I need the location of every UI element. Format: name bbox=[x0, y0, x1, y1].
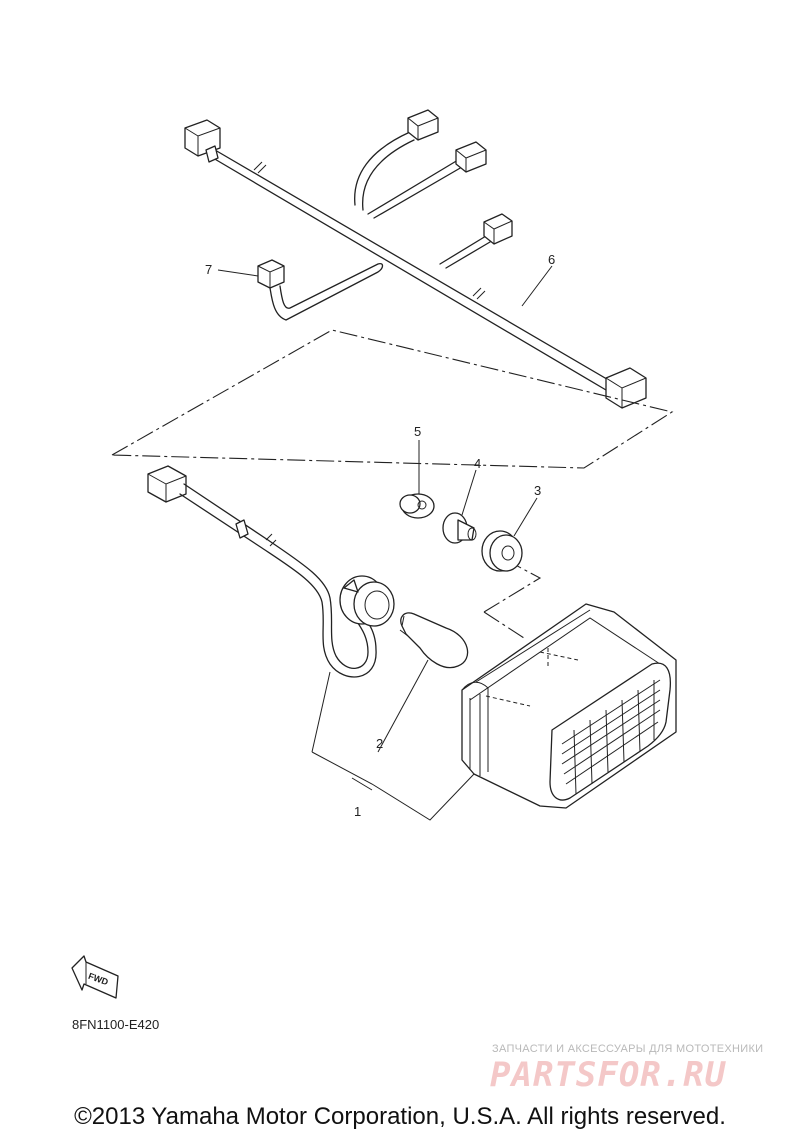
wire-harness-6 bbox=[184, 109, 647, 409]
callout-5: 5 bbox=[414, 424, 422, 439]
callout-1: 1 bbox=[354, 804, 362, 819]
watermark-brand: PARTSFOR.RU bbox=[490, 1055, 727, 1095]
callout-3: 3 bbox=[534, 483, 542, 498]
grommet-3 bbox=[481, 530, 523, 572]
copyright-notice: ©2013 Yamaha Motor Corporation, U.S.A. A… bbox=[74, 1103, 726, 1130]
callout-6: 6 bbox=[548, 252, 556, 267]
leader-lines bbox=[217, 265, 553, 821]
phantom-line-upper bbox=[111, 329, 674, 469]
socket-cord bbox=[147, 465, 395, 678]
grommet-5 bbox=[399, 493, 435, 519]
callout-2: 2 bbox=[376, 736, 384, 751]
collar-4 bbox=[442, 512, 477, 544]
bulb-2 bbox=[399, 612, 469, 669]
callout-7: 7 bbox=[205, 262, 213, 277]
fwd-arrow-icon bbox=[71, 955, 119, 999]
phantom-line-lens bbox=[483, 611, 525, 639]
callout-4: 4 bbox=[474, 456, 482, 471]
wire-lead-7 bbox=[257, 259, 384, 321]
diagram-code: 8FN1100-E420 bbox=[72, 1017, 160, 1032]
tail-light-housing bbox=[461, 603, 677, 809]
watermark-tagline: ЗАПЧАСТИ И АКСЕССУАРЫ ДЛЯ МОТОТЕХНИКИ bbox=[492, 1043, 764, 1055]
